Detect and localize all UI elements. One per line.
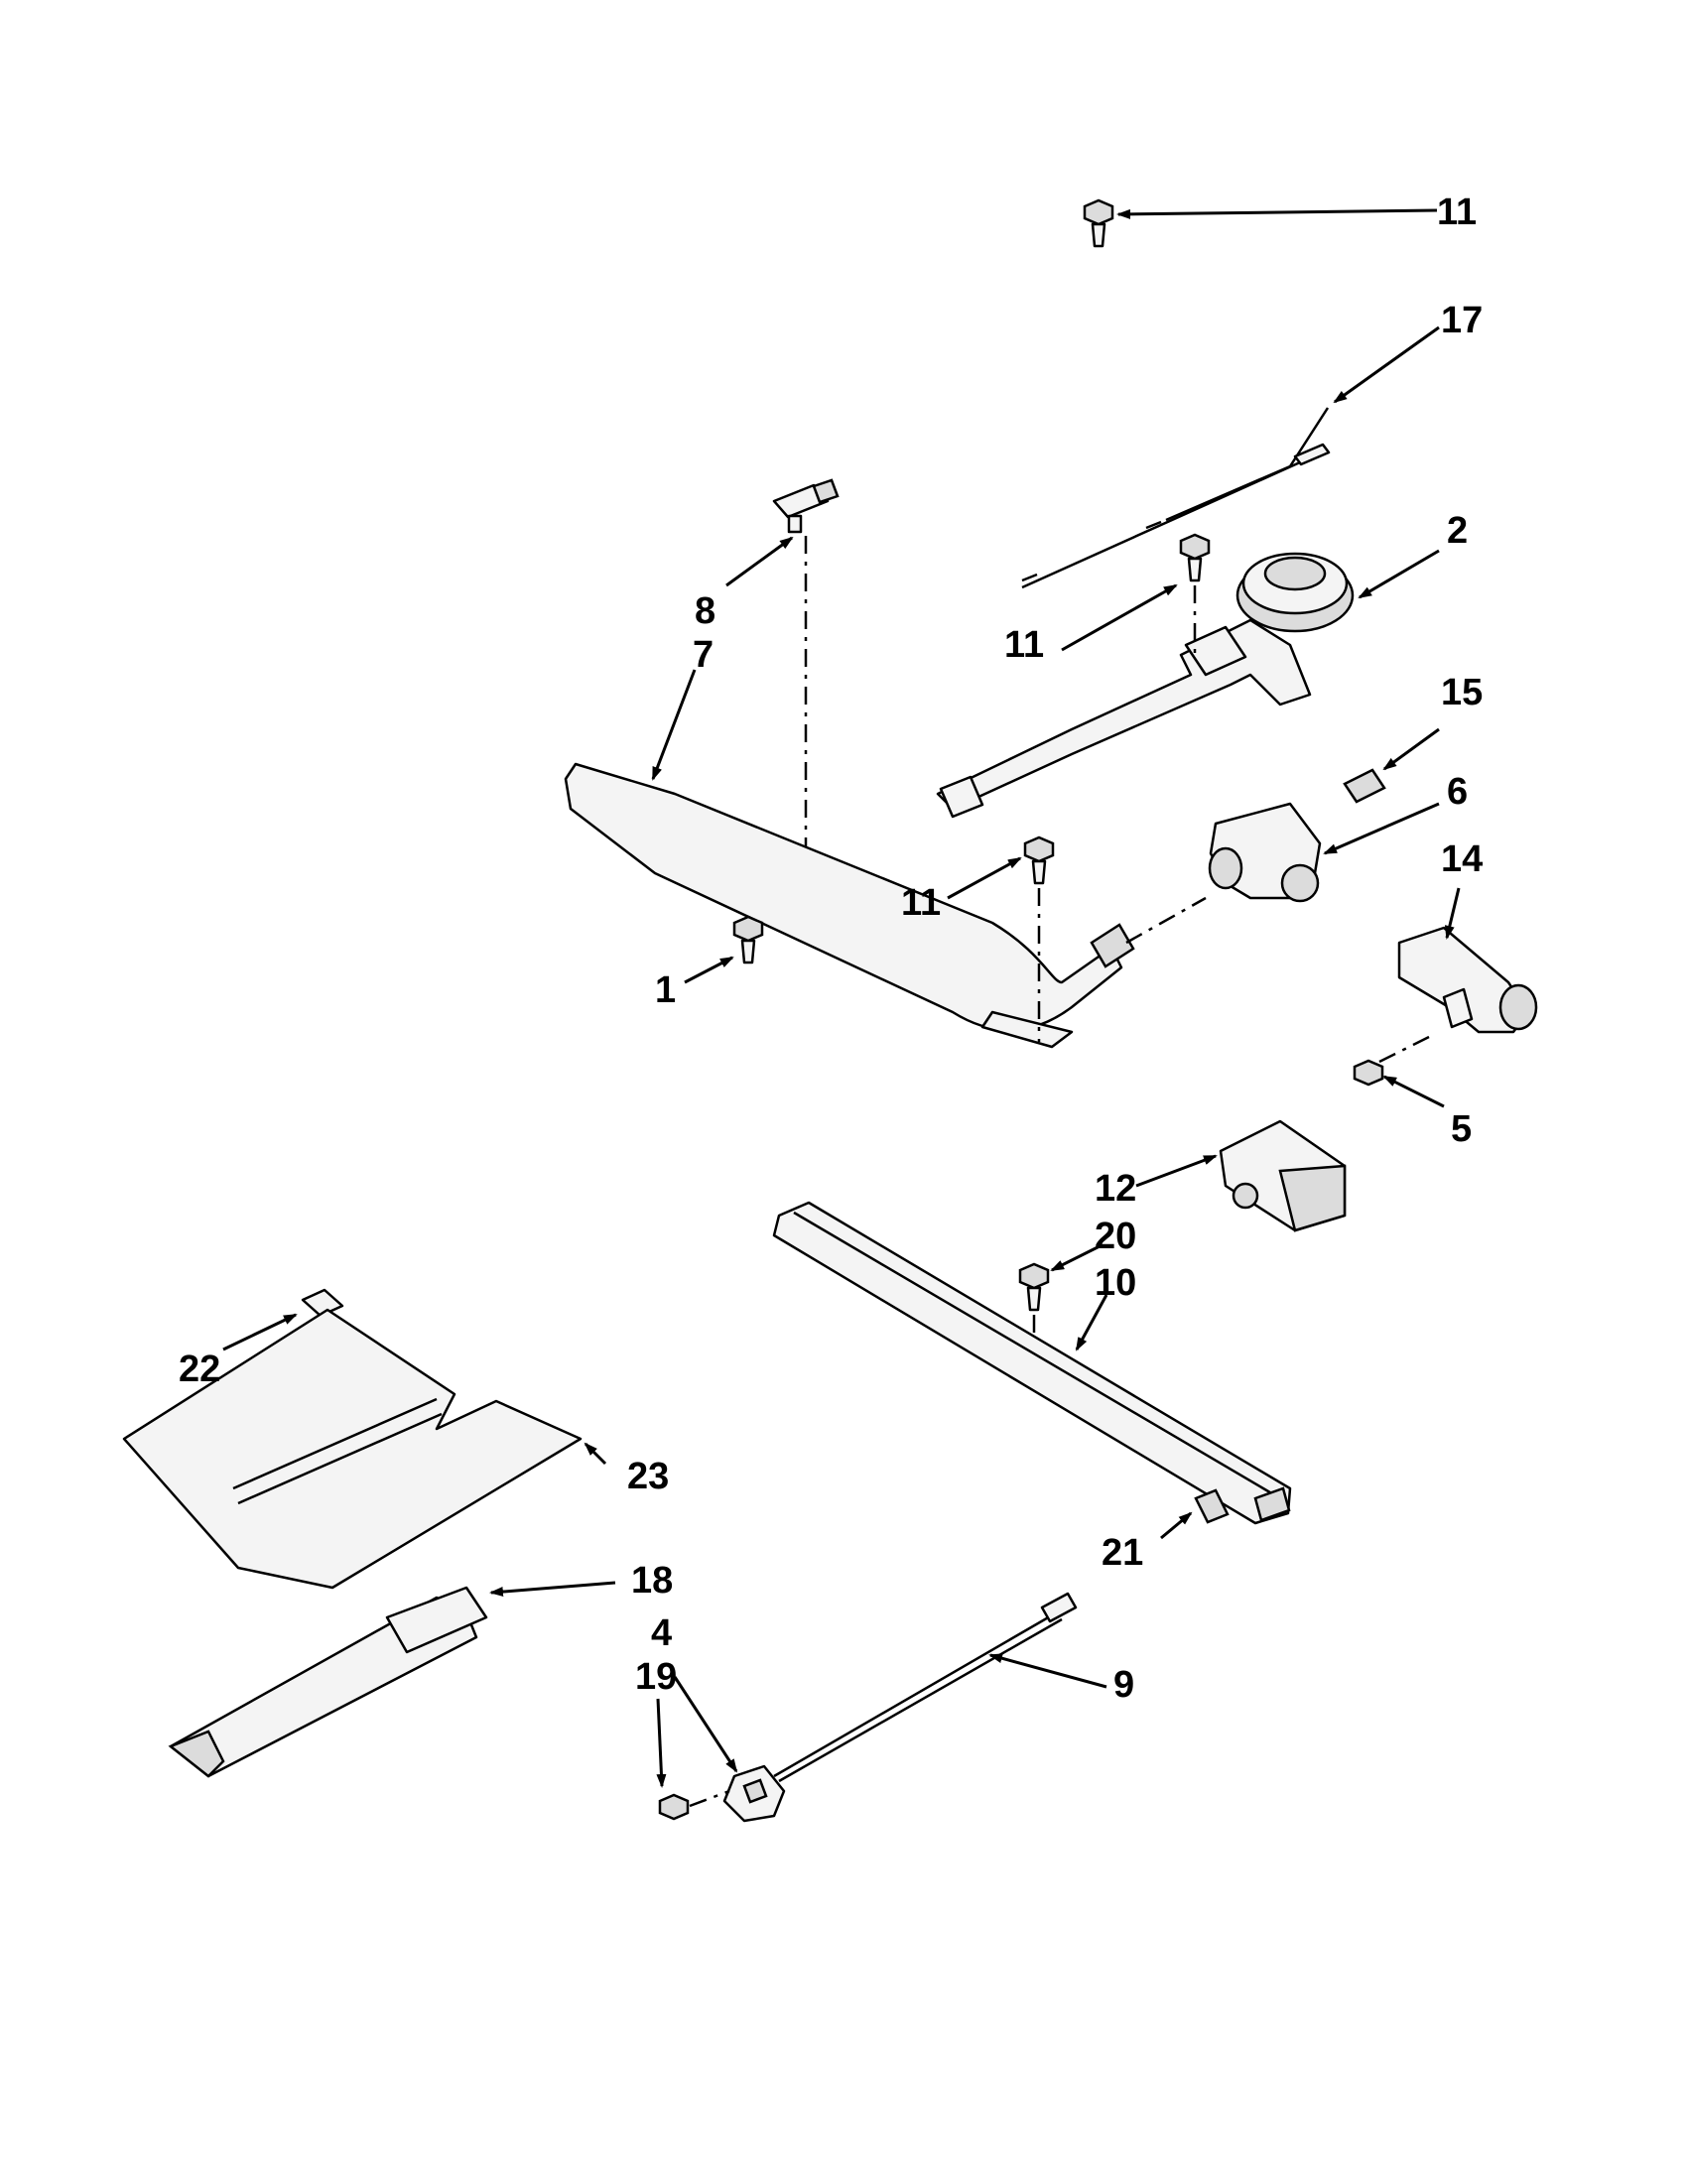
part-screw-11-top [1083,198,1438,248]
callout-10: 10 [1095,1262,1136,1304]
callout-7: 7 [693,634,714,676]
callout-5: 5 [1451,1108,1472,1150]
callout-18: 18 [631,1560,673,1602]
part-screw-20 [1018,1243,1103,1374]
part-tube-9 [773,1592,1107,1783]
part-screw-5 [1353,1035,1445,1108]
part-rail-10 [772,1201,1292,1525]
part-burner-tube-18 [168,1581,616,1778]
callout-11-low: 11 [901,882,941,924]
callout-19: 19 [635,1656,677,1698]
callout-11-top: 11 [1437,192,1477,233]
callout-22: 22 [179,1349,220,1390]
callout-21: 21 [1102,1532,1143,1574]
callout-23: 23 [627,1456,669,1497]
callout-9: 9 [1113,1664,1134,1706]
callout-2: 2 [1447,510,1468,552]
callout-20: 20 [1095,1216,1136,1257]
callout-14: 14 [1441,838,1483,880]
part-wire-17 [1021,325,1440,589]
callout-11-mid: 11 [1004,624,1044,666]
part-screw-21 [1160,1488,1230,1540]
part-valve-14 [1397,887,1538,1034]
callout-8: 8 [695,590,715,632]
callout-15: 15 [1441,672,1483,713]
part-valve-8 [725,478,840,903]
callout-12: 12 [1095,1168,1136,1210]
part-valve-6 [1208,802,1440,903]
callout-6: 6 [1447,771,1468,813]
part-burner-2 [936,549,1440,819]
part-igniter-12 [1135,1119,1347,1232]
callout-1: 1 [655,969,676,1011]
part-screw-11-mid [1061,533,1211,655]
part-shield-23 [122,1308,607,1590]
part-pilot-4 [673,1676,786,1823]
callout-17: 17 [1441,300,1483,341]
part-manifold-7 [564,669,1135,1049]
part-screw-1 [684,915,764,984]
callout-4: 4 [651,1612,672,1654]
part-screw-11-low [947,835,1055,1042]
part-screw-19 [656,1698,730,1821]
part-orifice-15 [1125,727,1440,945]
